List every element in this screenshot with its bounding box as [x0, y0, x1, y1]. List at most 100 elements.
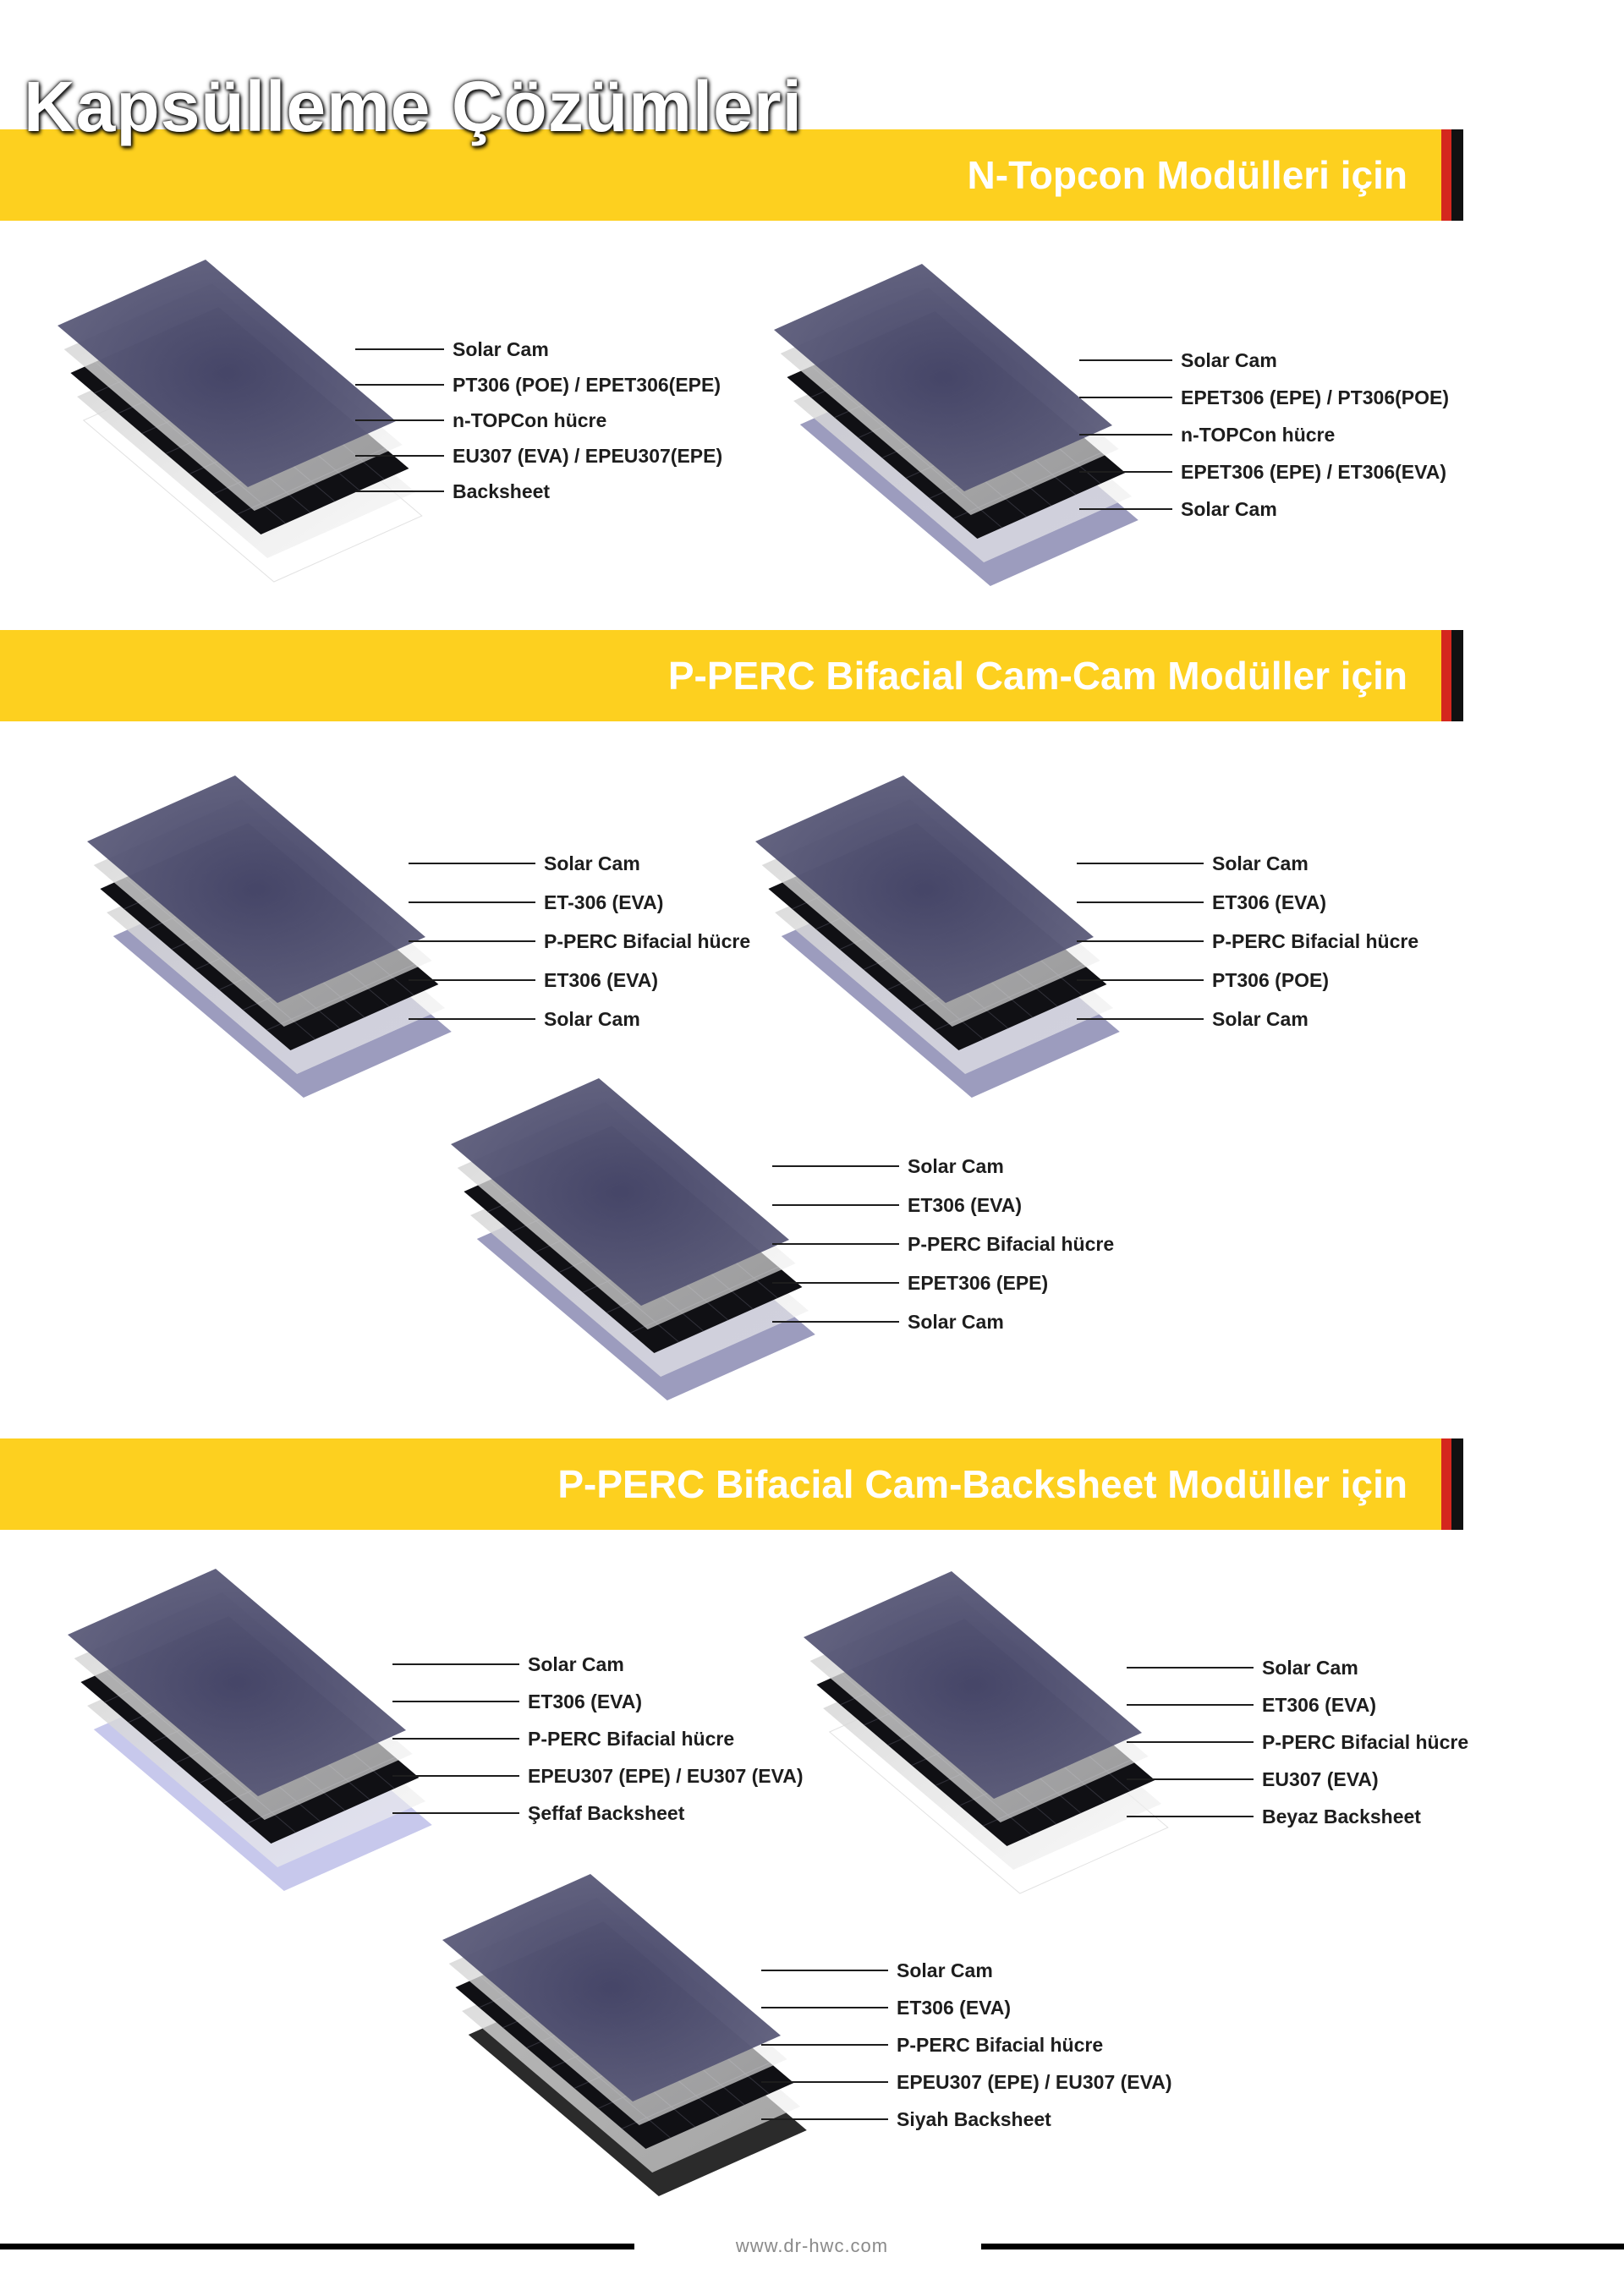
layer-label: EPET306 (EPE) — [908, 1272, 1049, 1294]
layer-label: ET-306 (EVA) — [544, 891, 664, 913]
layer-label: EU307 (EVA) / EPEU307(EPE) — [453, 445, 723, 467]
layer-solar-glass — [755, 775, 1094, 1003]
leader-line — [1079, 471, 1172, 473]
layer-solar-glass — [451, 1078, 789, 1306]
leader-line — [1077, 901, 1204, 903]
layer-label: ET306 (EVA) — [528, 1690, 643, 1712]
leader-line — [1127, 1778, 1254, 1780]
layer-label: P-PERC Bifacial hücre — [544, 930, 751, 952]
layer-label: Solar Cam — [1181, 498, 1277, 520]
leader-line — [1077, 1018, 1204, 1020]
section-banner-perc-glass-glass: P-PERC Bifacial Cam-Cam Modüller için — [0, 630, 1463, 721]
leader-line — [761, 2118, 888, 2120]
leader-line — [355, 348, 444, 350]
layer-label: Solar Cam — [1212, 852, 1309, 874]
layer-label: EPEU307 (EPE) / EU307 (EVA) — [528, 1765, 804, 1787]
layer-label: Solar Cam — [544, 852, 640, 874]
layer-label: n-TOPCon hücre — [453, 409, 607, 431]
leader-line — [409, 940, 535, 942]
leader-line — [761, 2044, 888, 2046]
leader-line — [772, 1165, 899, 1167]
leader-line — [772, 1204, 899, 1206]
leader-line — [409, 901, 535, 903]
layer-stack-illustration — [804, 1571, 1169, 1894]
layer-label: EU307 (EVA) — [1262, 1768, 1379, 1790]
leader-line — [392, 1701, 519, 1702]
leader-line — [355, 384, 444, 386]
layer-label: Solar Cam — [528, 1653, 624, 1675]
leader-line — [761, 2081, 888, 2083]
layer-solar-glass — [804, 1571, 1142, 1799]
layer-label: Solar Cam — [908, 1311, 1004, 1333]
leader-line — [1127, 1704, 1254, 1706]
leader-line — [409, 863, 535, 864]
leader-line — [355, 419, 444, 421]
leader-line — [772, 1282, 899, 1284]
layer-label: EPEU307 (EPE) / EU307 (EVA) — [897, 2071, 1172, 2093]
layer-label: Solar Cam — [1181, 349, 1277, 371]
layer-solar-glass — [774, 264, 1112, 491]
layer-label: Solar Cam — [453, 338, 549, 360]
layer-label: P-PERC Bifacial hücre — [908, 1233, 1115, 1255]
leader-line — [1077, 979, 1204, 981]
leader-line — [1127, 1816, 1254, 1817]
layer-label: P-PERC Bifacial hücre — [528, 1728, 735, 1750]
leader-line — [772, 1243, 899, 1245]
layer-label: Solar Cam — [1262, 1657, 1358, 1679]
layer-label: Beyaz Backsheet — [1262, 1806, 1421, 1827]
layer-label: Siyah Backsheet — [897, 2108, 1051, 2130]
leader-line — [761, 1970, 888, 1971]
layer-label: EPET306 (EPE) / ET306(EVA) — [1181, 461, 1447, 483]
layer-solar-glass — [442, 1874, 781, 2101]
footer-rule-right — [981, 2244, 1624, 2249]
leader-line — [1079, 397, 1172, 398]
layer-solar-glass — [58, 260, 396, 487]
section-banner-perc-glass-backsheet: P-PERC Bifacial Cam-Backsheet Modüller i… — [0, 1438, 1463, 1530]
layer-stack-illustration — [451, 1078, 815, 1400]
layer-solar-glass — [87, 775, 425, 1003]
layer-label: Solar Cam — [897, 1959, 993, 1981]
layer-label: P-PERC Bifacial hücre — [897, 2034, 1104, 2056]
layer-label: n-TOPCon hücre — [1181, 424, 1336, 446]
layer-label: PT306 (POE) / EPET306(EPE) — [453, 374, 721, 396]
leader-line — [392, 1812, 519, 1814]
layer-label: ET306 (EVA) — [1262, 1694, 1377, 1716]
footer-rule-left — [0, 2244, 634, 2249]
leader-line — [1079, 359, 1172, 361]
section-title: P-PERC Bifacial Cam-Backsheet Modüller i… — [557, 1462, 1407, 1506]
layer-stack-illustration — [774, 264, 1138, 586]
leader-line — [409, 979, 535, 981]
layer-label: EPET306 (EPE) / PT306(POE) — [1181, 386, 1450, 408]
leader-line — [772, 1321, 899, 1323]
layer-label: ET306 (EVA) — [544, 969, 659, 991]
leader-line — [1077, 940, 1204, 942]
page-title: Kapsülleme Çözümleri — [24, 67, 803, 146]
layer-label: Backsheet — [453, 480, 551, 502]
layer-label: Şeffaf Backsheet — [528, 1802, 685, 1824]
layer-stack-illustration — [755, 775, 1120, 1098]
layer-label: Solar Cam — [1212, 1008, 1309, 1030]
layer-label: P-PERC Bifacial hücre — [1262, 1731, 1469, 1753]
layer-label: PT306 (POE) — [1212, 969, 1330, 991]
leader-line — [355, 455, 444, 457]
leader-line — [355, 490, 444, 492]
banner-accent-stripe — [1441, 129, 1463, 221]
leader-line — [761, 2007, 888, 2008]
layer-label: Solar Cam — [908, 1155, 1004, 1177]
banner-accent-stripe — [1441, 1438, 1463, 1530]
leader-line — [392, 1663, 519, 1665]
layer-label: ET306 (EVA) — [897, 1997, 1012, 2019]
layer-stack-illustration — [68, 1569, 432, 1891]
layer-label: ET306 (EVA) — [908, 1194, 1023, 1216]
layer-label: P-PERC Bifacial hücre — [1212, 930, 1419, 952]
leader-line — [392, 1775, 519, 1777]
banner-accent-stripe — [1441, 630, 1463, 721]
leader-line — [1079, 434, 1172, 436]
leader-line — [392, 1738, 519, 1740]
leader-line — [409, 1018, 535, 1020]
layer-stack-illustration — [442, 1874, 807, 2196]
layer-label: Solar Cam — [544, 1008, 640, 1030]
layer-solar-glass — [68, 1569, 406, 1796]
section-banner-ntopcon: N-Topcon Modülleri için — [0, 129, 1463, 221]
leader-line — [1079, 508, 1172, 510]
